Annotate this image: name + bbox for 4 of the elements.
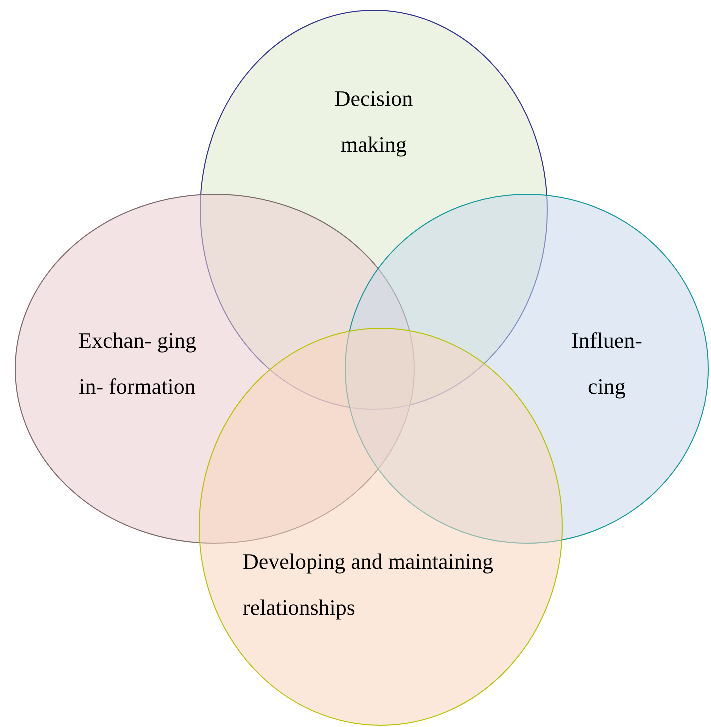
set-label: Decision making xyxy=(334,85,414,159)
set-label: Exchan- ging in- formation xyxy=(78,327,198,401)
set-label: Developing and maintaining relationships xyxy=(243,548,494,622)
set-label: Influen- cing xyxy=(570,327,644,401)
